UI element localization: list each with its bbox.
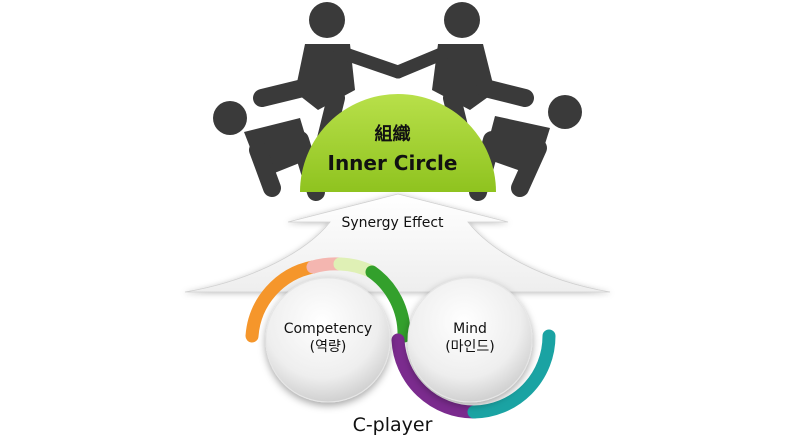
competency-label-block: Competency (역량): [266, 320, 390, 356]
mind-label-block: Mind (마인드): [408, 320, 532, 356]
mind-label-kr: (마인드): [445, 339, 495, 355]
mind-label: Mind: [453, 321, 487, 337]
cplayer-label: C-player: [352, 414, 433, 436]
inner-circle-title-kr: 組織: [374, 124, 411, 145]
inner-circle-title: Inner Circle: [327, 151, 458, 175]
mind-circle: [407, 277, 533, 403]
competency-label: Competency: [283, 321, 373, 337]
competency-label-kr: (역량): [309, 339, 347, 355]
synergy-effect-label: Synergy Effect: [341, 215, 444, 231]
inner-circle-dome: [300, 94, 496, 192]
cplayer-arcs: [245, 257, 556, 419]
synergy-arrow: [184, 193, 611, 293]
person-figure-icon: [391, 2, 534, 164]
people-figures: [213, 2, 582, 201]
competency-circle: [265, 277, 391, 403]
person-figure-icon: [213, 101, 325, 201]
person-figure-icon: [253, 2, 405, 164]
